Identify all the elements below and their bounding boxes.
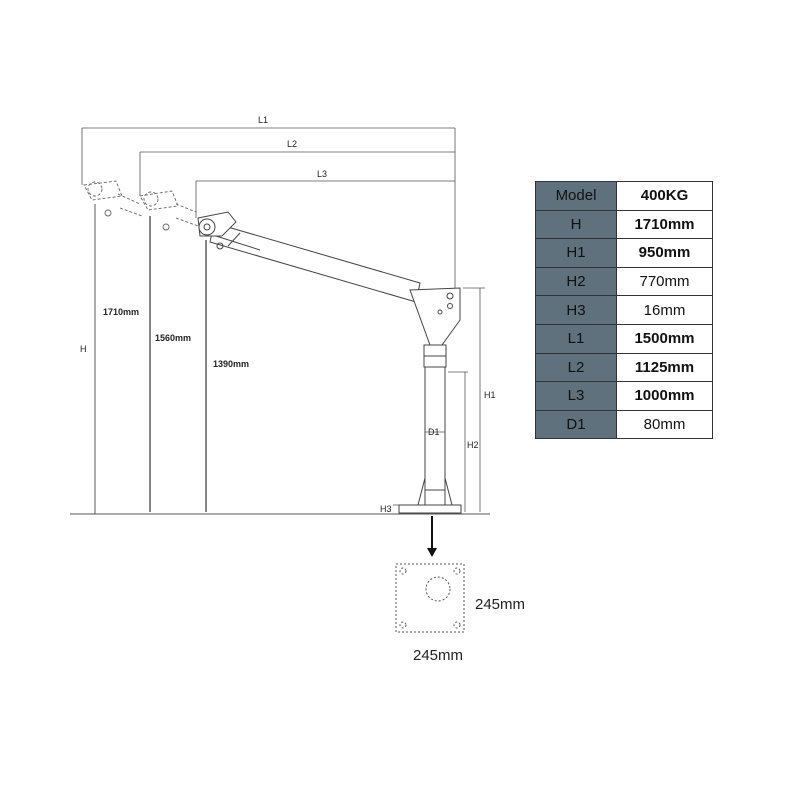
spec-key: H1: [535, 238, 617, 268]
spec-key: D1: [535, 409, 617, 440]
boom-ghost-long: [83, 180, 143, 217]
spec-key: H: [535, 209, 617, 240]
hook: [216, 242, 224, 250]
arrow-down-icon: [427, 516, 437, 557]
spec-value: 1710mm: [616, 209, 713, 240]
spec-value: 1500mm: [616, 323, 713, 354]
plate-height-label: 245mm: [475, 596, 525, 613]
h2-dimension: [448, 371, 468, 512]
spec-value: 770mm: [616, 266, 713, 297]
height-1710-label: 1710mm: [103, 307, 139, 317]
main-boom: [197, 211, 421, 303]
spec-key: Model: [535, 181, 617, 211]
spec-value: 16mm: [616, 295, 713, 325]
dimension-l1: [81, 127, 456, 290]
plate-width-label: 245mm: [413, 647, 463, 664]
boom-ghost-mid: [139, 190, 199, 227]
spec-key: L2: [535, 352, 617, 383]
h1-dimension: [463, 287, 485, 512]
spec-value: 1125mm: [616, 352, 713, 383]
d1-label: D1: [428, 427, 440, 437]
height-1390-label: 1390mm: [213, 359, 249, 369]
spec-value: 400KG: [616, 181, 713, 211]
spec-value: 80mm: [616, 409, 713, 440]
spec-value: 950mm: [616, 238, 713, 268]
l1-label: L1: [258, 115, 268, 125]
height-1560-label: 1560mm: [155, 333, 191, 343]
column-head: [409, 287, 461, 368]
spec-value: 1000mm: [616, 381, 713, 411]
dimension-l2: [139, 151, 455, 196]
hook-ghost-long: [104, 209, 112, 217]
l3-label: L3: [317, 169, 327, 179]
h-label: H: [80, 344, 87, 354]
base-plate: [395, 563, 465, 633]
h1-label: H1: [484, 390, 496, 400]
h3-dimension: [393, 504, 400, 515]
hook-ghost-mid: [162, 223, 170, 231]
h2-label: H2: [467, 440, 479, 450]
spec-key: L1: [535, 323, 617, 354]
mast: [398, 366, 462, 514]
h3-label: H3: [380, 504, 392, 514]
l2-label: L2: [287, 139, 297, 149]
spec-key: H2: [535, 266, 617, 297]
spec-key: H3: [535, 295, 617, 325]
spec-key: L3: [535, 381, 617, 411]
dimension-l3: [195, 180, 455, 218]
